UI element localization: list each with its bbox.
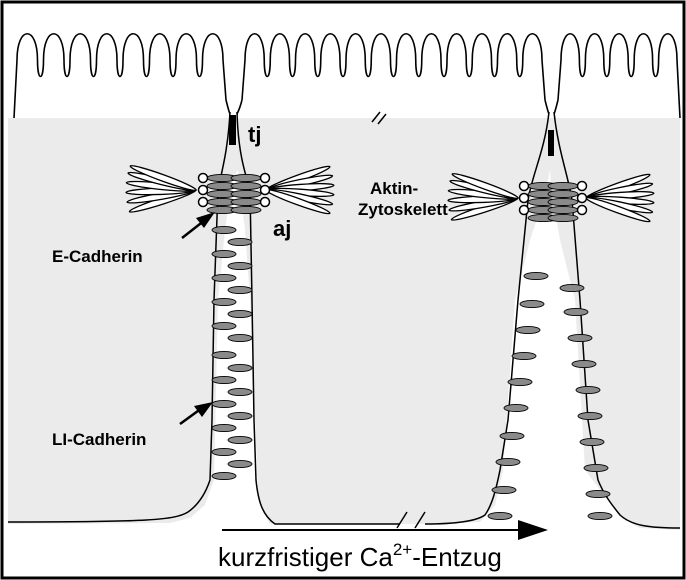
- cadherin: [228, 412, 252, 419]
- cadherin: [576, 386, 600, 393]
- junction-circle: [199, 186, 208, 195]
- cadherin: [508, 378, 532, 385]
- cadherin: [228, 388, 252, 395]
- li-cadherin-label: LI-Cadherin: [52, 430, 146, 449]
- cadherin: [228, 436, 252, 443]
- cadherin: [496, 458, 520, 465]
- cadherin: [228, 460, 252, 467]
- cadherin: [212, 226, 236, 233]
- cadherin: [228, 238, 252, 245]
- cadherin: [212, 376, 236, 383]
- junction-circle: [578, 206, 587, 215]
- junction-circle: [199, 198, 208, 207]
- cadherin: [548, 190, 578, 197]
- cadherin: [548, 206, 578, 213]
- cadherin: [212, 274, 236, 281]
- junction-circle: [520, 206, 529, 215]
- cadherin: [492, 486, 516, 493]
- cadherin: [212, 472, 236, 479]
- cadherin: [231, 206, 261, 213]
- aktin-label-line1: Aktin-: [370, 179, 418, 198]
- tj-label: tj: [248, 122, 261, 147]
- junction-circle: [261, 186, 270, 195]
- caption-superscript: 2+: [393, 540, 412, 559]
- cadherin: [231, 198, 261, 205]
- cadherin: [228, 334, 252, 341]
- cadherin: [586, 490, 610, 497]
- cadherin: [228, 364, 252, 371]
- cadherin: [512, 352, 536, 359]
- cadherin: [500, 432, 524, 439]
- caption-end: -Entzug: [412, 542, 502, 572]
- cadherin: [231, 190, 261, 197]
- junction-circle: [520, 194, 529, 203]
- caption-main: kurzfristiger Ca: [218, 542, 393, 572]
- cadherin: [584, 464, 608, 471]
- cadherin: [212, 250, 236, 257]
- cadherin: [212, 322, 236, 329]
- cadherin: [578, 412, 602, 419]
- cadherin: [212, 448, 236, 455]
- cadherin: [568, 334, 592, 341]
- e-cadherin-label: E-Cadherin: [52, 247, 143, 266]
- junction-circle: [520, 182, 529, 191]
- cadherin: [231, 182, 261, 189]
- cadherin: [488, 512, 512, 519]
- cadherin: [228, 310, 252, 317]
- cadherin: [504, 404, 528, 411]
- tight-junction-right: [548, 130, 554, 156]
- cadherin: [560, 284, 584, 291]
- junction-circle: [578, 182, 587, 191]
- junction-circle: [261, 174, 270, 183]
- cadherin: [520, 300, 544, 307]
- cadherin: [228, 286, 252, 293]
- aktin-label-line2: Zytoskelett: [358, 200, 448, 219]
- cadherin: [212, 424, 236, 431]
- cadherin: [572, 360, 596, 367]
- aj-label: aj: [273, 216, 291, 241]
- junction-circle: [578, 194, 587, 203]
- cadherin: [548, 198, 578, 205]
- cadherin: [212, 351, 236, 358]
- cadherin: [212, 298, 236, 305]
- cadherin: [580, 438, 604, 445]
- cadherin: [524, 272, 548, 279]
- cadherin: [548, 214, 578, 221]
- junction-circle: [199, 174, 208, 183]
- cadherin: [548, 182, 578, 189]
- caption: kurzfristiger Ca2+-Entzug: [218, 540, 502, 572]
- cadherin: [231, 174, 261, 181]
- junction-circle: [261, 198, 270, 207]
- cadherin: [212, 400, 236, 407]
- cadherin: [564, 308, 588, 315]
- cadherin: [516, 326, 540, 333]
- cadherin: [588, 512, 612, 519]
- cadherin: [228, 262, 252, 269]
